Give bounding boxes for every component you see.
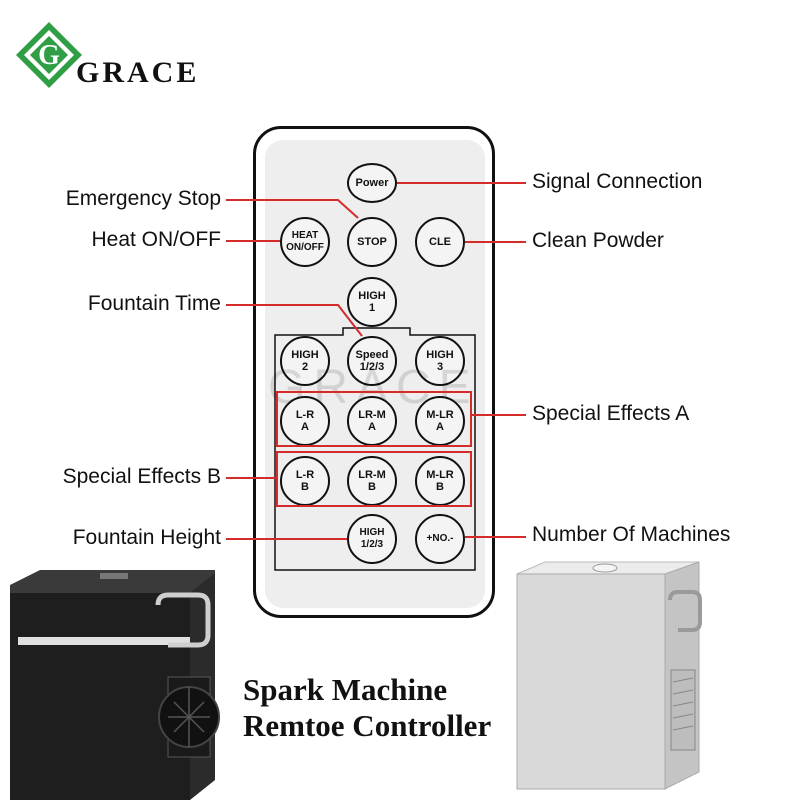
special-effects-a-highlight [276,391,472,447]
grace-logo-icon: G [16,22,82,88]
speed-button[interactable]: Speed 1/2/3 [347,336,397,386]
stop-button[interactable]: STOP [347,217,397,267]
callout-emergency-stop: Emergency Stop [65,187,221,210]
number-button[interactable]: +NO.- [415,514,465,564]
power-button[interactable]: Power [347,163,397,203]
dark-spark-machine-image [10,570,220,800]
lrm-a-button[interactable]: LR-M A [347,396,397,446]
mlr-a-button[interactable]: M-LR A [415,396,465,446]
special-effects-b-highlight [276,451,472,507]
callout-special-effects-b: Special Effects B [62,465,221,488]
high-2-button[interactable]: HIGH 2 [280,336,330,386]
callout-number-of-machines: Number Of Machines [532,523,731,546]
callout-fountain-height: Fountain Height [72,526,221,549]
headline-line-1: Spark Machine [243,672,448,707]
brand-name: GRACE [76,56,200,89]
cle-button[interactable]: CLE [415,217,465,267]
high-1-button[interactable]: HIGH 1 [347,277,397,327]
headline-line-2: Remtoe Controller [243,708,492,743]
callout-signal-connection: Signal Connection [532,170,703,193]
high-1-2-3-button[interactable]: HIGH 1/2/3 [347,514,397,564]
mlr-b-button[interactable]: M-LR B [415,456,465,506]
logo-letter: G [38,40,60,71]
callout-special-effects-a: Special Effects A [532,402,690,425]
lrm-b-button[interactable]: LR-M B [347,456,397,506]
callout-heat-on-off: Heat ON/OFF [91,228,221,251]
button-group-outline [274,327,476,571]
callout-fountain-time: Fountain Time [87,292,221,315]
high-3-button[interactable]: HIGH 3 [415,336,465,386]
heat-on-off-button[interactable]: HEAT ON/OFF [280,217,330,267]
light-spark-machine-image [516,561,702,790]
callout-clean-powder: Clean Powder [532,229,664,252]
